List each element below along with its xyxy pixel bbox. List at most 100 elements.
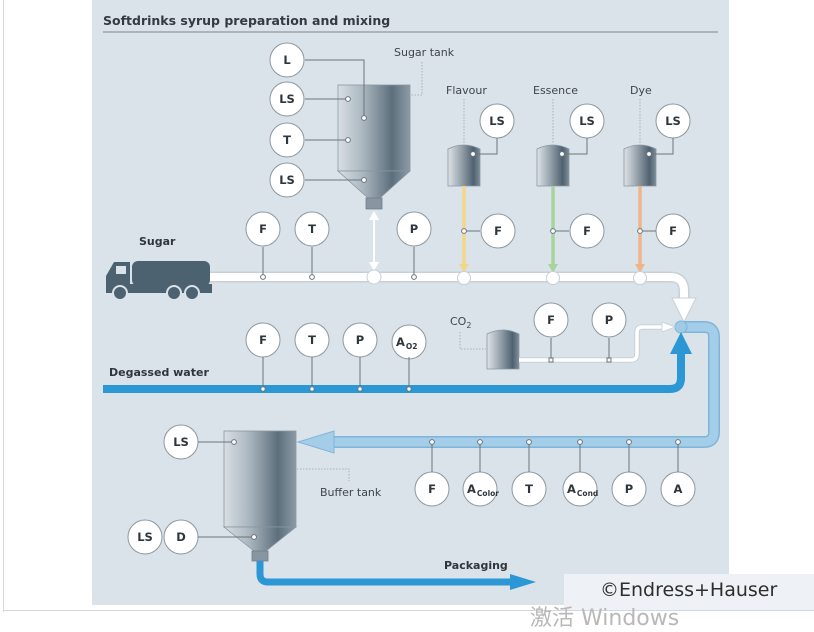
instrument-circle: [569, 213, 605, 249]
instrument-tag: T: [308, 222, 316, 236]
buffer-tank-leader: [297, 468, 350, 481]
water-line-taps: [260, 357, 412, 392]
copyright-text: ©Endress+Hauser: [600, 579, 778, 601]
co2-label: CO2: [450, 315, 471, 330]
instrument-circle: [396, 211, 432, 247]
instrument-sugar-tank-l: L: [269, 42, 305, 78]
co2-leader: [459, 332, 486, 350]
degassed-water-label: Degassed water: [109, 366, 209, 379]
essence-feed-line: [546, 186, 560, 285]
packaging-label: Packaging: [444, 559, 508, 572]
instrument-circle: [269, 81, 305, 117]
co2-pipe: [519, 321, 677, 363]
instrument-tag: T: [525, 482, 533, 496]
instrument-sugar-line-f: F: [245, 211, 281, 247]
buffer-tank: [222, 430, 298, 562]
co2-line-taps: [548, 338, 612, 363]
instrument-water-line-a-o2: AO2: [391, 324, 427, 360]
instrument-tag: D: [176, 530, 186, 544]
instrument-tag: P: [356, 333, 364, 347]
instrument-tag: LS: [279, 92, 295, 106]
instrument-tag: LS: [489, 114, 505, 128]
instrument-tag: AO2: [396, 335, 418, 351]
dye-tank: [623, 144, 657, 187]
instrument-tag: F: [583, 224, 591, 238]
instrument-tag: P: [605, 313, 613, 327]
instrument-mix-line-a-cond: ACond: [562, 471, 598, 507]
instrument-water-line-t: T: [294, 322, 330, 358]
instrument-tag: A: [674, 482, 683, 496]
sugar-tank-label: Sugar tank: [394, 46, 455, 59]
instrument-tag: F: [494, 224, 502, 238]
flavour-feed-line: [457, 186, 471, 285]
instrument-circle: [533, 302, 569, 338]
instrument-tag: P: [625, 482, 633, 496]
instrument-sugar-line-t: T: [294, 211, 330, 247]
instrument-tag: ACond: [567, 482, 598, 498]
copyright-overlay: ©Endress+Hauser: [564, 574, 814, 610]
additive-leaders: [463, 99, 641, 144]
diagram-title: Softdrinks syrup preparation and mixing: [103, 13, 390, 28]
instrument-mix-line-a-color: AColor: [462, 471, 499, 507]
instrument-circle: [591, 302, 627, 338]
windows-activation-watermark: 激活 Windows: [530, 606, 680, 631]
instrument-mix-line-f: F: [414, 471, 450, 507]
window-frame-left: [3, 0, 4, 612]
instrument-mix-line-a: A: [660, 471, 696, 507]
buffer-tank-label: Buffer tank: [320, 486, 382, 499]
mix-line-taps: [429, 439, 681, 472]
instrument-tag: F: [547, 313, 555, 327]
instrument-tag: LS: [579, 114, 595, 128]
instrument-sugar-tank-t: T: [269, 122, 305, 158]
sugar-tank-outlet-arrow: [366, 211, 382, 285]
instrument-circle: [127, 519, 163, 555]
buffer-tank-instrument-lines: [198, 439, 257, 540]
dye-label: Dye: [630, 84, 652, 97]
instrument-tag: LS: [173, 435, 189, 449]
essence-tank: [536, 144, 570, 187]
truck-icon: [106, 261, 212, 301]
instrument-circle: [269, 162, 305, 198]
instrument-mix-line-t: T: [511, 471, 547, 507]
instrument-circle: [294, 211, 330, 247]
instrument-circle: [245, 211, 281, 247]
sugar-tank: [336, 84, 412, 210]
instrument-tag: T: [283, 133, 291, 147]
instrument-buffer-tank-ls: LS: [163, 424, 199, 460]
co2-tank: [486, 329, 520, 370]
instrument-additive-lines-f: F: [569, 213, 605, 249]
instrument-circle: [269, 122, 305, 158]
sugar-tank-leader: [411, 62, 423, 96]
instrument-tag: F: [259, 222, 267, 236]
instrument-water-line-f: F: [245, 322, 281, 358]
instrument-buffer-tank-ls: LS: [127, 519, 163, 555]
instrument-tag: AColor: [467, 482, 499, 498]
instrument-tag: LS: [665, 114, 681, 128]
degassed-water-pipe: [103, 332, 692, 393]
essence-label: Essence: [533, 84, 578, 97]
instrument-tag: P: [410, 222, 418, 236]
instrument-water-line-p: P: [342, 322, 378, 358]
sugar-tank-instrument-lines: [305, 59, 365, 181]
instrument-tag: F: [428, 482, 436, 496]
instrument-buffer-tank-d: D: [163, 519, 199, 555]
instrument-sugar-tank-ls: LS: [269, 162, 305, 198]
instrument-tag: LS: [279, 173, 295, 187]
instrument-mix-line-p: P: [611, 471, 647, 507]
additive-instrument-lines: [461, 138, 674, 234]
instrument-additive-lines-f: F: [480, 213, 516, 249]
instrument-tag: L: [283, 53, 291, 67]
process-diagram: Softdrinks syrup preparation and mixing …: [103, 13, 720, 590]
instrument-sugar-line-p: P: [396, 211, 432, 247]
flavour-label: Flavour: [446, 84, 487, 97]
instrument-additive-tanks-ls: LS: [569, 103, 605, 139]
mixed-syrup-pipe: [296, 320, 720, 454]
sugar-tank-measure-points: [345, 96, 367, 183]
instrument-additive-tanks-ls: LS: [479, 103, 515, 139]
instrument-co2-line-f: F: [533, 302, 569, 338]
flavour-tank: [447, 144, 481, 187]
instrument-circle: [480, 213, 516, 249]
instrument-tag: F: [259, 333, 267, 347]
sugar-label: Sugar: [139, 235, 176, 248]
